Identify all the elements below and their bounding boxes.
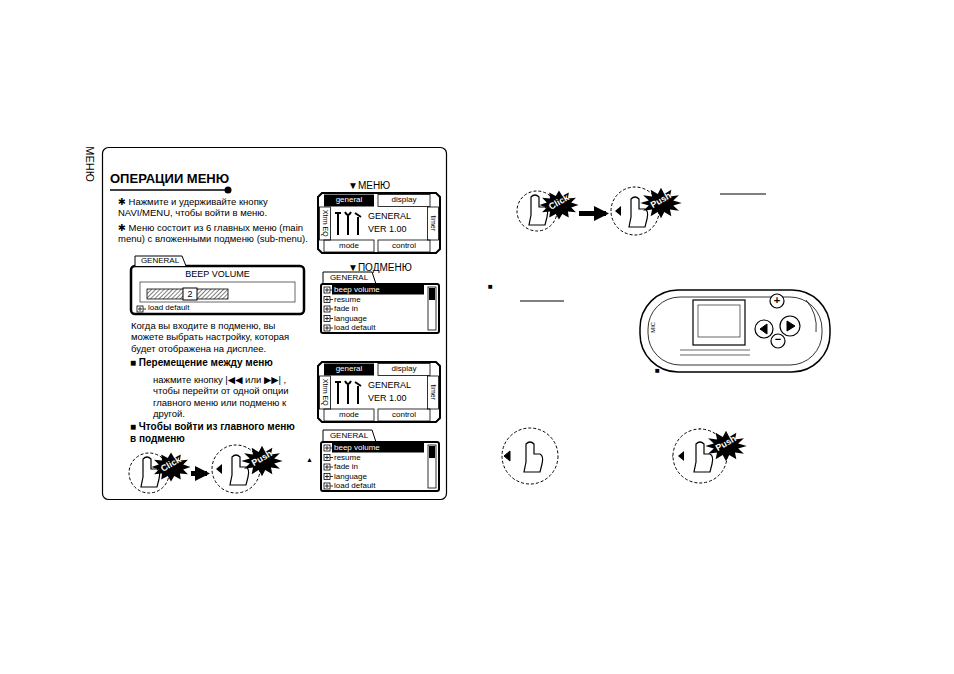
button-icon — [502, 428, 700, 484]
menu-node: ▼МЕНЮ general displayXtrm EQ timer mode contr… — [318, 180, 440, 253]
node-text: fade in — [334, 462, 414, 472]
node-text: VER 1.00 — [368, 393, 423, 404]
page-label: МЕНЮ — [84, 144, 96, 184]
click-outline — [515, 185, 577, 233]
title-rule — [110, 187, 232, 194]
flow-arrow — [579, 211, 606, 216]
push-node: Push — [208, 441, 284, 495]
sub-node: ▼ПОДМЕНЮGENERALbeep volumeresumefade inl… — [320, 262, 440, 334]
node-text: timer — [429, 374, 437, 410]
player-device — [640, 290, 830, 372]
page-label: MIC — [650, 315, 657, 339]
page-label: ■ — [488, 283, 500, 292]
node-text: mode — [324, 410, 374, 420]
node-text: general — [324, 364, 374, 374]
node-text: general — [324, 195, 374, 205]
node-text: GENERAL — [323, 273, 375, 283]
node-text: timer — [429, 205, 437, 241]
page-label: + — [772, 294, 782, 306]
page-label: ▲ — [306, 456, 318, 464]
node-text: ✱ Меню состоит из 6 главных меню (main m… — [118, 222, 314, 245]
lcd-node: GENERAL BEEP VOLUME 2 load default — [130, 255, 305, 315]
node-text: resume — [334, 295, 414, 305]
node-text: ■ Чтобы войти из главного меню в подменю — [130, 421, 300, 445]
node-text: GENERAL — [368, 380, 423, 391]
flow-arrow — [191, 471, 207, 476]
node-text: GENERAL — [135, 256, 185, 266]
node-text: beep volume — [334, 285, 414, 295]
node-text: fade in — [334, 304, 414, 314]
node-text: resume — [334, 453, 414, 463]
node-text: beep volume — [334, 443, 414, 453]
node-text: нажмите кнопку |◀◀ или ▶▶| , чтобы перей… — [153, 374, 303, 420]
node-text: ОПЕРАЦИИ МЕНЮ — [110, 171, 310, 187]
node-text: Xtrm EQ — [321, 374, 329, 410]
node-text: ✱ Нажмите и удерживайте кнопку NAVI/MENU… — [118, 196, 314, 219]
node-text: control — [378, 410, 430, 420]
node-text: mode — [324, 241, 374, 251]
node-text: control — [378, 241, 430, 251]
node-text: ▼ПОДМЕНЮ — [348, 262, 438, 274]
node-text: GENERAL — [323, 431, 375, 441]
node-text: load default — [148, 303, 248, 313]
node-text: display — [378, 195, 430, 205]
node-text: language — [334, 472, 414, 482]
push-node: Push — [607, 183, 683, 237]
click-outline — [127, 447, 189, 495]
node-text: GENERAL — [368, 211, 423, 222]
node-text: VER 1.00 — [368, 224, 423, 235]
node-text: Когда вы входите в подменю, вы можете вы… — [131, 320, 299, 354]
page-label: − — [773, 333, 783, 345]
node-text: display — [378, 364, 430, 374]
sub-node: GENERAL beep volumeresumefade inlanguagel… — [320, 430, 440, 492]
node-text: ■ Перемещение между меню — [130, 357, 315, 369]
menu-node: general displayXtrm EQ timer mode control GEN… — [318, 362, 440, 422]
node-text: 2 — [183, 289, 197, 300]
click-node: Click — [127, 447, 189, 495]
node-text: Xtrm EQ — [321, 205, 329, 241]
page-label: ■ — [655, 367, 667, 376]
node-text: load default — [334, 323, 414, 333]
pushonly-node: Push — [672, 426, 748, 484]
node-text: language — [334, 314, 414, 324]
node-text: BEEP VOLUME — [150, 269, 285, 280]
node-text: ▼МЕНЮ — [348, 180, 428, 192]
panel-node: ОПЕРАЦИИ МЕНЮ ✱ Нажмите и удерживайте кно… — [102, 147, 447, 500]
click-node: Click — [515, 185, 577, 233]
node-text: load default — [334, 481, 414, 491]
